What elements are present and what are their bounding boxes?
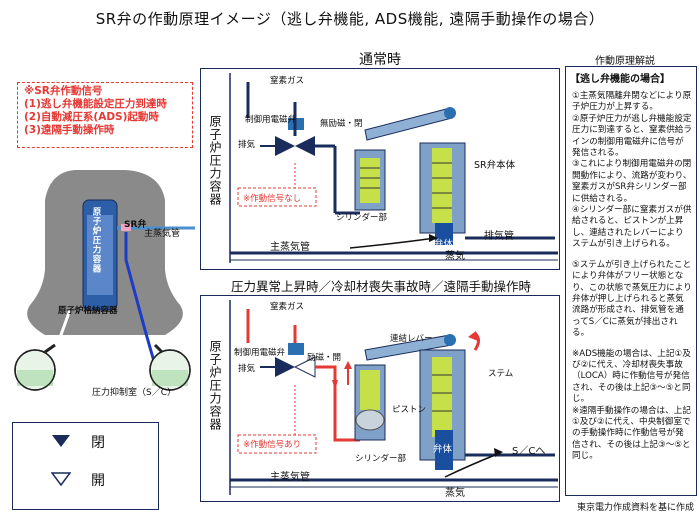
abnormal-valve-disc-label: 弁体	[433, 444, 453, 455]
explanation-head: 【逃し弁機能の場合】	[570, 74, 670, 85]
closed-triangle-icon	[52, 435, 70, 447]
normal-exhaust-label: 排気	[238, 140, 256, 150]
overview-sr-valve-label: SR弁	[124, 220, 147, 230]
abnormal-exhaust-label: 排気	[238, 364, 256, 374]
explanation-step-1: ①主蒸気隔離弁閉などにより原子炉圧力が上昇する。	[572, 91, 692, 113]
normal-panel-title: 通常時	[359, 52, 401, 68]
abnormal-rpv-label: 原子炉圧力容器	[208, 340, 222, 431]
abnormal-panel-title: 圧力異常上昇時／冷却材喪失事故時／遠隔手動操作時	[230, 279, 531, 294]
explanation-step-2: ②原子炉圧力が逃し弁機能設定圧力に到達すると、窒素供給ラインの制御用電磁弁に信号…	[572, 113, 692, 159]
abnormal-stem-label: ステム	[488, 369, 514, 379]
overview-containment-label: 原子炉格納容器	[58, 306, 118, 316]
normal-no-open-label: 無励磁・閉	[320, 119, 363, 129]
normal-valve-disc-label: 弁体	[434, 239, 454, 250]
explanation-title: 作動原理解説	[595, 56, 655, 67]
page-title: SR弁の作動原理イメージ（逃し弁機能, ADS機能, 遠隔手動操作の場合）	[95, 10, 605, 28]
normal-sr-body-label: SR弁本体	[474, 160, 516, 171]
explanation-step-3: ③これにより制御用電磁弁の閉開動作により、流路が変わり、窒素ガスがSR弁シリンダ…	[572, 159, 692, 204]
explanation-note-ads: ※ADS機能の場合は、上記①及び②に代え、冷却材喪失事故（LOCA）時に作動信号…	[572, 348, 691, 405]
abnormal-diagram	[229, 300, 558, 495]
legend-box: 閉 開	[12, 422, 159, 510]
signal-list-box: ※SR弁作動信号 (1)逃し弁機能設定圧力到達時 (2)自動減圧系(ADS)起動…	[17, 82, 193, 148]
source-note: 東京電力作成資料を基に作成	[576, 503, 694, 513]
signal-item-2: (2)自動減圧系(ADS)起動時	[24, 111, 159, 123]
explanation-note-remote: ※遠隔手動操作の場合は、上記①及び②に代え、中央制御室での手動操作時に作動信号が…	[572, 405, 691, 462]
abnormal-cylinder-label: シリンダー部	[355, 454, 407, 464]
normal-diagram	[229, 73, 558, 263]
abnormal-signal-yes-label: ※作動信号あり	[243, 440, 302, 450]
abnormal-lever-label: 連結レバー	[390, 334, 433, 344]
explanation-box: 【逃し弁機能の場合】 ①主蒸気隔離弁閉などにより原子炉圧力が上昇する。 ②原子炉…	[565, 66, 697, 496]
normal-signal-none-label: ※作動信号なし	[243, 194, 302, 204]
legend-closed-label: 閉	[91, 435, 105, 451]
abnormal-solenoid-label: 制御用電磁弁	[234, 348, 286, 358]
sr-valve-mark	[121, 224, 131, 231]
overview-suppression-label: 圧力抑制室（S／C）	[92, 388, 176, 398]
normal-solenoid-label: 制御用電磁弁	[245, 115, 297, 125]
explanation-body: ①主蒸気隔離弁閉などにより原子炉圧力が上昇する。 ②原子炉圧力が逃し弁機能設定圧…	[572, 91, 692, 463]
signal-item-1: (1)逃し弁機能設定圧力到達時	[24, 98, 167, 110]
overview-main-steam-label: 主蒸気管	[144, 229, 181, 239]
explanation-step-5: ⑤ステムが引き上げられたことにより弁体がフリー状態となり、この状態で蒸気圧力によ…	[572, 259, 692, 339]
abnormal-main-steam-label: 主蒸気管	[270, 472, 310, 483]
overview-rpv-label: 原子炉圧力容器	[91, 207, 101, 274]
abnormal-solenoid	[288, 343, 304, 355]
abnormal-excited-open-label: 励磁・開	[307, 353, 342, 363]
normal-steam-label: 蒸気	[445, 251, 465, 262]
abnormal-to-sc-label: S／Cへ	[512, 446, 546, 457]
abnormal-piston-label: ピストン	[392, 405, 427, 415]
signal-item-3: (3)遠隔手動操作時	[24, 124, 115, 136]
abnormal-nitrogen-label: 窒素ガス	[270, 302, 305, 312]
open-triangle-icon	[51, 472, 71, 487]
containment-overview	[14, 170, 195, 391]
normal-cylinder-label: シリンダー部	[336, 213, 388, 223]
legend-open-label: 開	[91, 473, 105, 489]
normal-rpv-label: 原子炉圧力容器	[208, 115, 222, 206]
abnormal-steam-label: 蒸気	[445, 488, 465, 499]
normal-exhaust-pipe-label: 排気管	[484, 231, 514, 242]
normal-nitrogen-label: 窒素ガス	[270, 76, 305, 86]
explanation-step-4: ④シリンダー部に窒素ガスが供給されると、ピストンが上昇し、連結されたレバーにより…	[572, 205, 692, 250]
signal-header: ※SR弁作動信号	[24, 85, 103, 97]
normal-main-steam-label: 主蒸気管	[270, 242, 310, 253]
